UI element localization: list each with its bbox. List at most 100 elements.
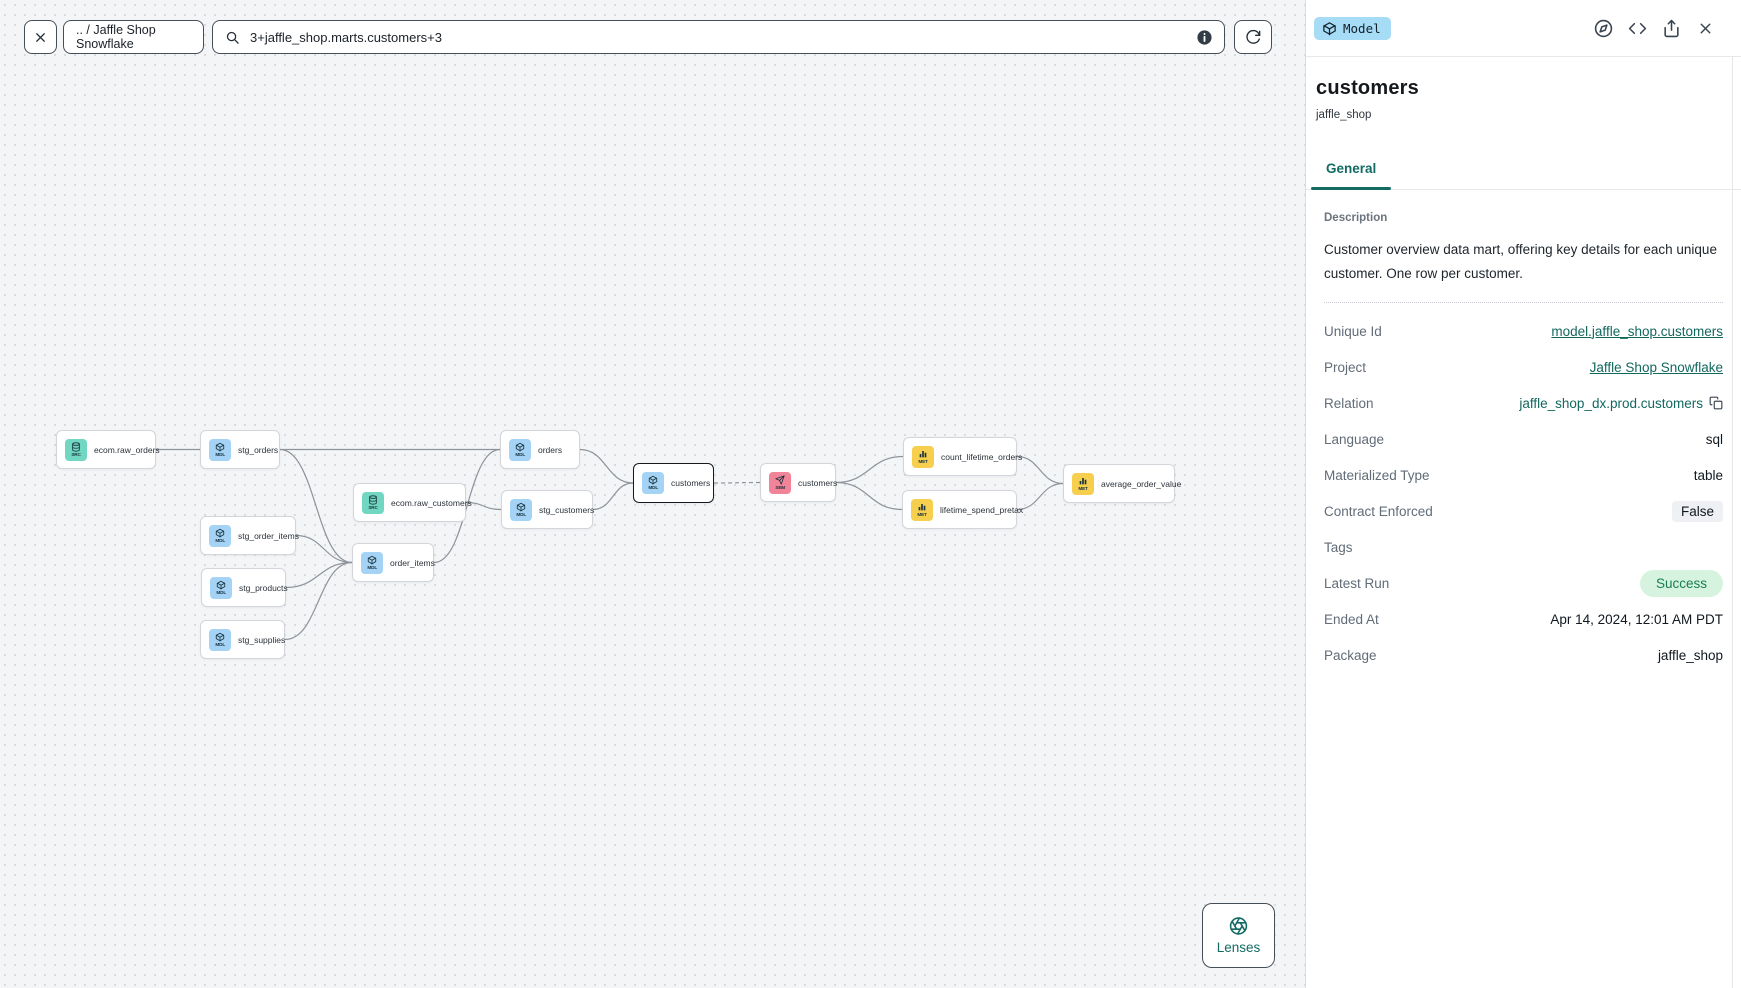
code-icon[interactable]	[1628, 19, 1647, 38]
badge-type-label: MDL	[515, 452, 525, 457]
aperture-icon	[1229, 917, 1248, 935]
node-stg_orders[interactable]: MDL stg_orders	[200, 430, 280, 469]
edge-customers_mdl-customers_sem	[713, 481, 761, 484]
node-label: customers	[798, 477, 838, 488]
aperture-icon	[1229, 917, 1248, 936]
node-label: stg_products	[239, 582, 288, 593]
lenses-label: Lenses	[1216, 939, 1261, 955]
node-ecom_raw_customers[interactable]: SRC ecom.raw_customers	[353, 483, 472, 522]
field-value: jaffle_shop_dx.prod.customers	[1519, 395, 1703, 411]
edge-stg_products-order_items	[285, 561, 353, 589]
badge-type-label: SRC	[368, 505, 378, 510]
lenses-button[interactable]: Lenses	[1202, 903, 1275, 968]
chart-icon	[1079, 477, 1087, 484]
field-label: Contract Enforced	[1324, 503, 1433, 519]
edge-stg_orders-order_items	[279, 448, 353, 564]
panel-header: Model	[1306, 0, 1741, 57]
mdl-badge: MDL	[209, 524, 231, 547]
cube-icon	[648, 475, 658, 485]
node-label: stg_supplies	[238, 634, 286, 645]
cube-icon	[367, 555, 377, 565]
code-icon	[1628, 22, 1647, 34]
node-label: lifetime_spend_pretax	[940, 504, 1024, 515]
field-value: Apr 14, 2024, 12:01 AM PDT	[1550, 611, 1723, 627]
field-row-package: Package jaffle_shop	[1324, 637, 1723, 673]
tab-label: General	[1326, 161, 1377, 176]
node-label: stg_orders	[238, 444, 279, 455]
field-row-unique-id: Unique Id model.jaffle_shop.customers	[1324, 313, 1723, 349]
mdl-badge: MDL	[642, 472, 664, 494]
badge-type-label: MDL	[215, 538, 225, 543]
node-stg_supplies[interactable]: MDL stg_supplies	[200, 620, 285, 659]
breadcrumb[interactable]: .. / Jaffle Shop Snowflake	[63, 20, 204, 54]
panel-body[interactable]: customers jaffle_shop General Descriptio…	[1306, 57, 1741, 988]
search-icon	[226, 31, 239, 44]
field-label: Unique Id	[1324, 323, 1382, 339]
node-label: ecom.raw_customers	[391, 497, 472, 508]
field-label: Tags	[1324, 539, 1353, 555]
field-label: Relation	[1324, 395, 1374, 411]
edge-order_items-orders	[433, 448, 501, 564]
mdl-badge: MDL	[209, 628, 231, 651]
search-input[interactable]	[250, 29, 1195, 45]
copy-icon	[1709, 396, 1723, 410]
field-label: Latest Run	[1324, 575, 1390, 591]
close-icon[interactable]	[1696, 19, 1715, 38]
node-orders[interactable]: MDL orders	[500, 430, 580, 469]
field-value-link[interactable]: Jaffle Shop Snowflake	[1589, 359, 1723, 375]
node-label: stg_customers	[539, 504, 595, 515]
cube-icon	[215, 528, 225, 538]
lineage-search[interactable]	[212, 20, 1225, 54]
tab-general[interactable]: General	[1311, 161, 1392, 190]
node-label: customers	[671, 478, 711, 488]
send-icon	[775, 474, 785, 485]
close-icon	[36, 32, 45, 42]
share-icon[interactable]	[1662, 19, 1681, 38]
explore-compass-icon[interactable]	[1594, 19, 1613, 38]
cube-icon	[215, 442, 225, 452]
node-label: orders	[538, 444, 563, 455]
edge-customers_sem-count_lifetime_orders	[835, 455, 904, 484]
refresh-icon	[1246, 29, 1261, 44]
divider	[1324, 302, 1723, 303]
active-tab-indicator	[1311, 187, 1392, 190]
node-stg_customers[interactable]: MDL stg_customers	[501, 490, 595, 529]
node-customers_sem[interactable]: SEM customers	[760, 463, 838, 502]
field-value-link[interactable]: model.jaffle_shop.customers	[1551, 323, 1723, 339]
node-customers_mdl[interactable]: MDL customers	[633, 463, 714, 503]
cube-icon	[215, 632, 225, 642]
database-icon	[369, 494, 377, 505]
close-lineage-button[interactable]	[24, 20, 57, 54]
edge-stg_supplies-order_items	[284, 561, 353, 641]
chart-icon	[919, 450, 927, 457]
badge-type-label: SEM	[775, 485, 785, 490]
mdl-badge: MDL	[209, 438, 231, 461]
lineage-canvas[interactable]: .. / Jaffle Shop Snowflake SRCecom.raw_o…	[0, 0, 1305, 988]
mdl-badge: MDL	[509, 438, 531, 461]
scrollbar-gutter[interactable]	[1732, 57, 1733, 988]
copy-icon[interactable]	[1709, 396, 1723, 410]
field-value: table	[1693, 467, 1723, 483]
edge-customers_sem-lifetime_spend_pretax	[835, 481, 903, 511]
refresh-button[interactable]	[1234, 20, 1272, 54]
field-value: jaffle_shop	[1657, 647, 1723, 663]
src-badge: SRC	[65, 438, 87, 461]
badge-type-label: MDL	[648, 485, 658, 491]
field-label: Package	[1324, 647, 1377, 663]
page-subtitle: jaffle_shop	[1316, 109, 1372, 121]
info-icon[interactable]	[1195, 28, 1214, 47]
edge-stg_order_items-order_items	[295, 534, 353, 564]
cube-icon	[216, 580, 226, 590]
badge-type-label: MDL	[516, 512, 526, 517]
field-label: Project	[1324, 359, 1367, 375]
